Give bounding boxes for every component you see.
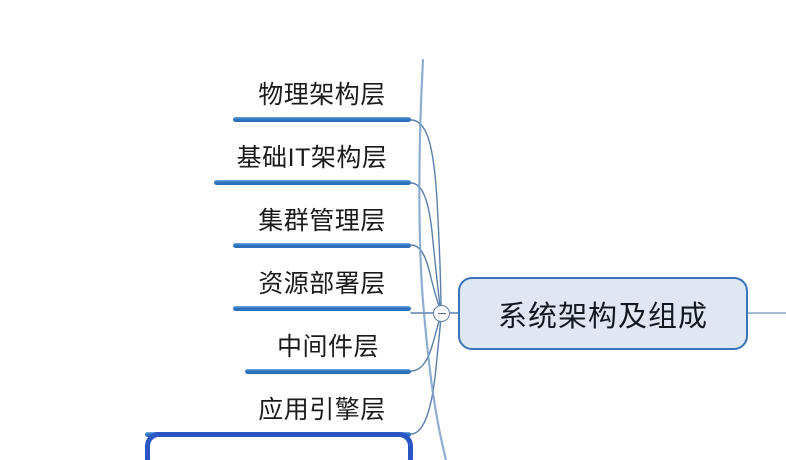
central-node-label: 系统架构及组成 [497,300,708,333]
branch-underline-basic-it-architecture [214,180,411,185]
minus-glyph [437,312,446,315]
branch-label: 物理架构层 [258,81,386,109]
connector-basic-it-architecture [410,182,442,314]
connector-spine [418,58,448,460]
branch-node-resource-deployment[interactable]: 资源部署层 [232,267,412,299]
branch-underline-physical-architecture [233,117,411,122]
branch-label: 集群管理层 [258,207,386,235]
branch-label: 基础IT架构层 [236,144,388,172]
branch-label: 中间件层 [276,333,379,361]
branch-label: 应用引擎层 [258,396,386,424]
central-node[interactable]: 系统架构及组成 [458,277,748,350]
branch-node-basic-it-architecture[interactable]: 基础IT架构层 [213,141,411,173]
branch-underline-middleware [245,369,411,374]
branch-node-application-engine[interactable]: 应用引擎层 [232,393,412,425]
branch-node-middleware[interactable]: 中间件层 [244,330,412,362]
connector-physical-architecture [410,119,442,314]
branch-node-cluster-management[interactable]: 集群管理层 [232,204,412,236]
connector-cluster-management [410,244,442,314]
branch-label: 资源部署层 [258,270,386,298]
branch-underline-cluster-management [233,243,411,248]
branch-node-physical-architecture[interactable]: 物理架构层 [232,78,412,110]
connector-middleware [410,312,442,372]
connector-application-engine [410,312,442,435]
branch-underline-resource-deployment [233,306,411,311]
selected-child-node[interactable] [145,432,413,460]
minus-circle-icon[interactable] [433,305,450,322]
